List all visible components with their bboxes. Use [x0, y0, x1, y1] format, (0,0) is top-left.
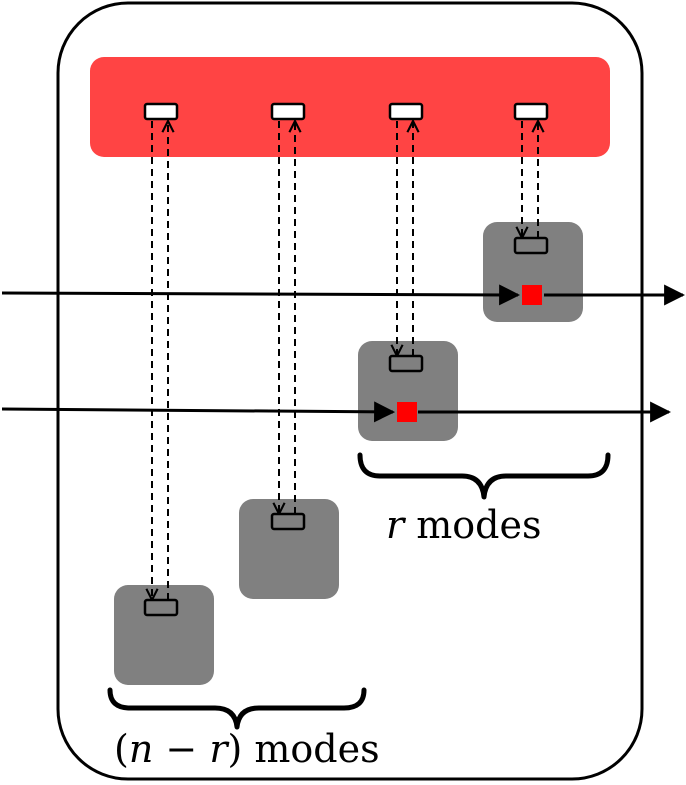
- mode-port-2: [270, 512, 306, 531]
- dashed-connections: [152, 121, 538, 600]
- brace-r-modes: [357, 452, 611, 500]
- label-r-suffix: modes: [404, 503, 541, 547]
- top-register-bar: [90, 57, 610, 157]
- active-element-upper: [522, 285, 542, 305]
- label-nr-r: r: [209, 727, 230, 771]
- label-nr-minus: −: [153, 727, 209, 771]
- mode-port-1: [143, 598, 179, 617]
- brace-nr-modes: [107, 687, 367, 730]
- mode-port-3: [388, 354, 424, 373]
- top-port-1: [143, 102, 179, 121]
- through-line-upper-in: [1, 284, 521, 306]
- label-nr-modes: (n − r) modes: [114, 727, 380, 771]
- label-r-modes: r modes: [386, 503, 541, 547]
- outer-frame: [56, 1, 644, 781]
- top-port-3: [388, 102, 424, 121]
- label-nr-close: ): [227, 727, 242, 771]
- through-lines: [1, 284, 686, 423]
- label-nr-suffix: modes: [242, 727, 379, 771]
- mode-box-inactive-lower: [114, 585, 214, 685]
- top-port-2: [270, 102, 306, 121]
- label-nr-open: (: [114, 727, 129, 771]
- label-r-var: r: [386, 503, 407, 547]
- through-line-lower-in: [1, 401, 396, 423]
- mode-box-inactive-upper: [239, 499, 339, 599]
- top-port-4: [513, 102, 549, 121]
- label-nr-n: n: [129, 727, 153, 771]
- mode-port-4: [513, 236, 549, 255]
- top-ports: [143, 102, 549, 121]
- mode-ports: [143, 236, 549, 617]
- active-element-lower: [397, 402, 417, 422]
